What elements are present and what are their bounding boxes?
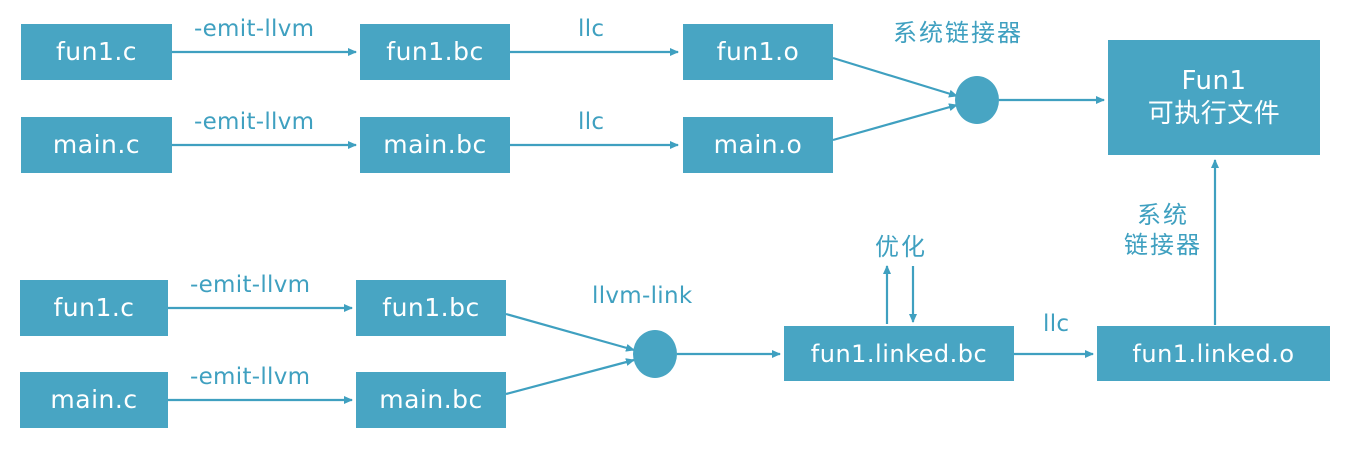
edge-label-llc-top-1: llc — [578, 16, 605, 42]
node-bottom-main-bc[interactable]: main.bc — [356, 372, 506, 428]
edge-label-system-linker-bottom: 系统 链接器 — [1118, 200, 1208, 260]
node-top-main-c[interactable]: main.c — [21, 117, 172, 173]
node-top-main-o[interactable]: main.o — [683, 117, 833, 173]
node-label: fun1.bc — [382, 293, 480, 323]
edge-fun1o-to-junction — [832, 56, 958, 98]
edge-label-emit-llvm-top-1: -emit-llvm — [194, 16, 315, 42]
edge-b-mainbc-to-junction — [505, 358, 635, 396]
node-bottom-fun1-linked-bc[interactable]: fun1.linked.bc — [784, 326, 1014, 381]
edge-label-emit-llvm-bottom-2: -emit-llvm — [190, 364, 311, 390]
edge-maino-to-junction — [832, 103, 958, 142]
edge-label-system-linker-bottom-line1: 系统 — [1137, 201, 1189, 229]
edge-label-llc-bottom: llc — [1043, 311, 1070, 337]
edge-label-emit-llvm-top-2: -emit-llvm — [194, 109, 315, 135]
node-label-line1: Fun1 — [1181, 66, 1247, 96]
edge-label-llc-top-2: llc — [578, 109, 605, 135]
node-label: fun1.c — [53, 293, 135, 323]
node-bottom-main-c[interactable]: main.c — [20, 372, 168, 428]
node-label: fun1.linked.bc — [810, 339, 988, 368]
node-label: main.o — [713, 130, 803, 160]
node-label: fun1.bc — [386, 37, 484, 67]
node-label: main.c — [50, 385, 138, 415]
llvm-link-junction-node — [633, 330, 677, 378]
node-bottom-fun1-c[interactable]: fun1.c — [20, 280, 168, 336]
edge-label-system-linker-top: 系统链接器 — [893, 19, 1023, 47]
edge-label-llvm-link: llvm-link — [592, 283, 693, 309]
edge-b-fun1bc-to-junction — [505, 312, 635, 352]
node-top-executable[interactable]: Fun1 可执行文件 — [1108, 40, 1320, 155]
node-label: main.bc — [379, 385, 483, 415]
node-bottom-fun1-bc[interactable]: fun1.bc — [356, 280, 506, 336]
edge-label-system-linker-bottom-line2: 链接器 — [1124, 231, 1202, 259]
node-top-fun1-o[interactable]: fun1.o — [683, 24, 833, 80]
node-label-line2: 可执行文件 — [1147, 98, 1281, 129]
node-bottom-fun1-linked-o[interactable]: fun1.linked.o — [1097, 326, 1330, 381]
node-top-fun1-c[interactable]: fun1.c — [21, 24, 172, 80]
edge-label-emit-llvm-bottom-1: -emit-llvm — [190, 272, 311, 298]
node-label: main.bc — [383, 130, 487, 160]
node-label: main.c — [52, 130, 141, 160]
edge-label-optimize: 优化 — [875, 233, 927, 261]
node-label: fun1.linked.o — [1132, 339, 1295, 368]
top-link-junction-node — [955, 76, 999, 124]
node-top-main-bc[interactable]: main.bc — [360, 117, 510, 173]
node-top-fun1-bc[interactable]: fun1.bc — [360, 24, 510, 80]
node-label: fun1.o — [716, 37, 800, 67]
node-label: fun1.c — [55, 37, 138, 67]
